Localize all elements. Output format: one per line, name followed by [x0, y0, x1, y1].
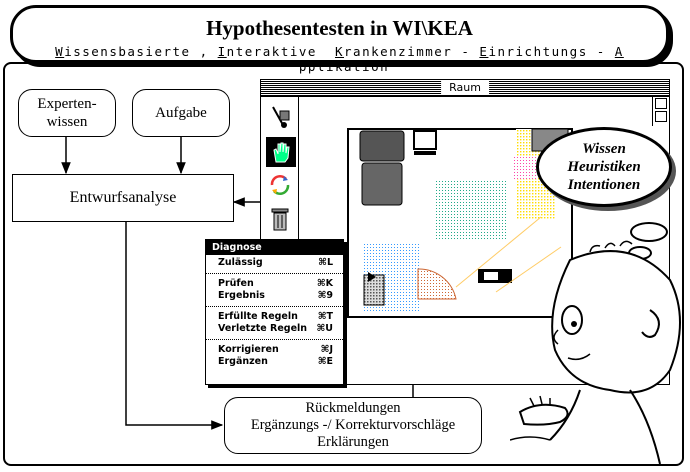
menu-item[interactable]: Zulässig ⌘L [206, 257, 343, 269]
menu-item-shortcut: ⌘T [317, 311, 333, 322]
menu-item[interactable]: Ergänzen ⌘E [206, 356, 343, 368]
acronym-initial: W [55, 44, 65, 59]
menu-item-label: Prüfen [218, 278, 254, 289]
scroll-arrows[interactable] [652, 96, 669, 126]
person-illustration [510, 240, 681, 465]
menu-item[interactable]: Verletzte Regeln ⌘U [206, 323, 343, 335]
menu-item-shortcut: ⌘E [317, 356, 333, 367]
acronym-subtitle: Wissensbasierte , Interaktive Krankenzim… [13, 44, 666, 74]
arrow-analyse-to-rueckmeldungen [125, 222, 224, 430]
menu-item-label: Korrigieren [218, 344, 279, 355]
acronym-rest: nteraktive [226, 44, 335, 59]
acronym-rest: pplikation [289, 59, 390, 74]
rueckmeldungen-line-1: Rückmeldungen [305, 400, 401, 416]
menu-item-shortcut: ⌘K [316, 278, 333, 289]
acronym-initial: A [614, 44, 624, 59]
menu-item-shortcut: ⌘J [320, 344, 333, 355]
menu-item-shortcut: ⌘9 [317, 290, 333, 301]
hand-icon[interactable] [266, 137, 296, 167]
tool-palette [262, 97, 299, 243]
menu-separator [206, 306, 343, 307]
menu-title[interactable]: Diagnose [206, 240, 343, 255]
title-main: Hypothesentesten in WI\KEA [206, 16, 473, 40]
thought-line-heuristiken: Heuristiken [567, 159, 641, 175]
rueckmeldungen-line-3: Erklärungen [317, 434, 389, 450]
menu-separator [206, 339, 343, 340]
aufgabe-label: Aufgabe [155, 105, 207, 121]
hand-truck-icon[interactable] [266, 103, 294, 131]
menu-separator [206, 273, 343, 274]
menu-item-label: Erfüllte Regeln [218, 311, 298, 322]
expertenwissen-label: Experten- wissen [37, 96, 97, 130]
menu-item-shortcut: ⌘L [318, 257, 333, 268]
diagram-frame [3, 62, 684, 466]
expertenwissen-box: Experten- wissen [18, 89, 116, 137]
acronym-rest: rankenzimmer - [344, 44, 480, 59]
thought-line-intentionen: Intentionen [567, 177, 641, 193]
menu-item-label: Verletzte Regeln [218, 323, 308, 334]
acronym-initial: E [479, 44, 489, 59]
window-title: Raum [441, 81, 489, 94]
acronym-initial: K [334, 44, 345, 59]
menu-item[interactable]: Ergebnis ⌘9 [206, 290, 343, 302]
thought-puff-large [630, 222, 668, 242]
entwurfsanalyse-label: Entwurfsanalyse [69, 189, 177, 206]
acronym-rest: inrichtungs - [488, 44, 615, 59]
acronym-initial: I [217, 44, 227, 59]
menu-item[interactable]: Prüfen ⌘K [206, 278, 343, 290]
rueckmeldungen-line-2: Ergänzungs -/ Korrekturvorschläge [250, 417, 456, 433]
cycle-arrows-icon[interactable] [266, 171, 294, 199]
title-banner: Hypothesentesten in WI\KEA Wissensbasier… [10, 5, 669, 74]
entwurfsanalyse-box: Entwurfsanalyse [12, 174, 234, 222]
menu-item-label: Ergänzen [218, 356, 268, 367]
trash-can-icon[interactable] [266, 205, 294, 233]
rueckmeldungen-box: Rückmeldungen Ergänzungs -/ Korrekturvor… [224, 397, 482, 454]
menu-item-label: Zulässig [218, 257, 263, 268]
window-titlebar[interactable]: Raum [261, 80, 669, 97]
menu-item-label: Ergebnis [218, 290, 265, 301]
aufgabe-box: Aufgabe [132, 89, 230, 137]
menu-item-shortcut: ⌘U [316, 323, 333, 334]
menu-item[interactable]: Erfüllte Regeln ⌘T [206, 311, 343, 323]
menu-item[interactable]: Korrigieren ⌘J [206, 344, 343, 356]
thought-bubble: Wissen Heuristiken Intentionen [536, 127, 672, 207]
thought-line-wissen: Wissen [582, 141, 626, 157]
acronym-rest: issensbasierte , [64, 44, 218, 59]
